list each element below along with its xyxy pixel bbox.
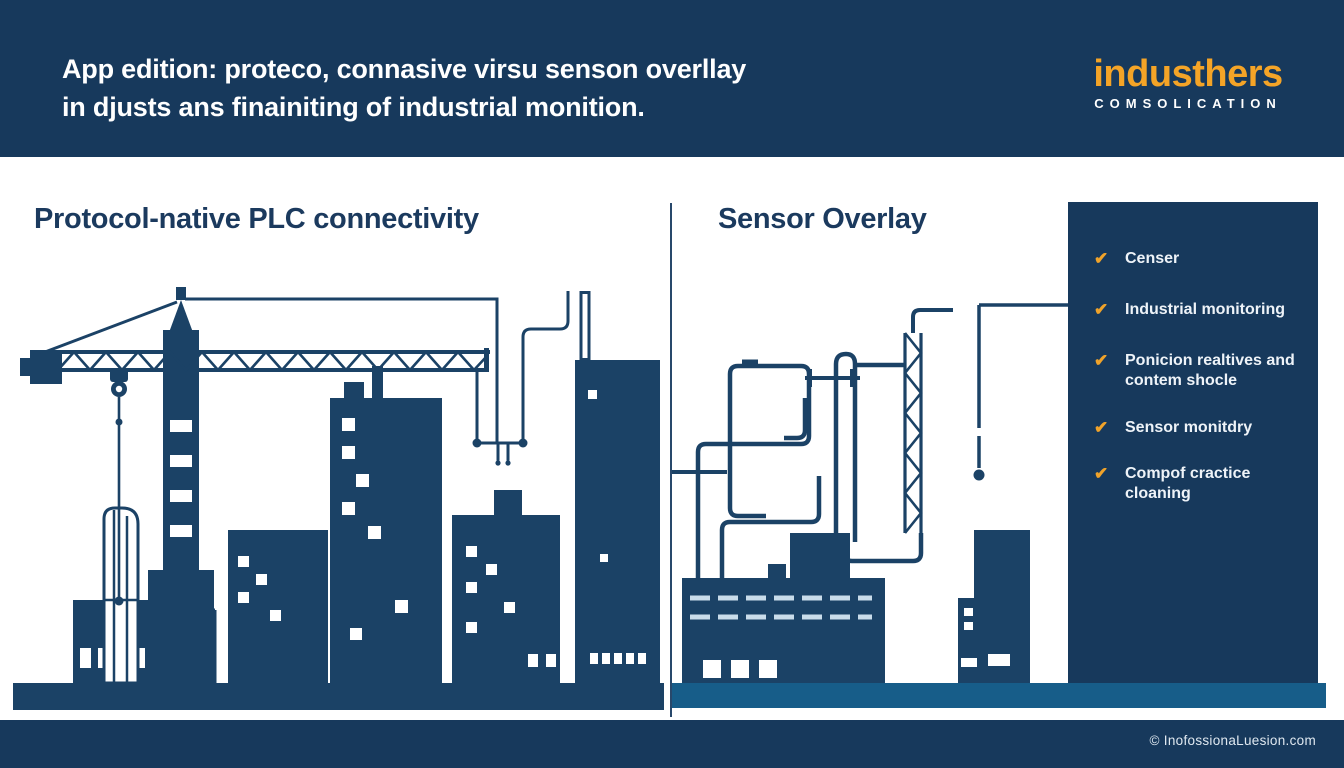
- footer-band: © InofossionaLuesion.com: [0, 720, 1344, 768]
- check-icon: ✔: [1094, 464, 1109, 483]
- headline-line2: in djusts ans finainiting of industrial …: [62, 92, 645, 122]
- ground-strip-right: [672, 683, 1326, 708]
- headline: App edition: proteco, connasive virsu se…: [62, 50, 822, 126]
- right-section-title: Sensor Overlay: [718, 203, 927, 235]
- check-icon: ✔: [1094, 351, 1109, 370]
- connection-wires: [472, 291, 591, 466]
- pipe-network: [672, 351, 924, 683]
- sensor-drop-line: [973, 303, 1068, 481]
- checklist-item: ✔ Sensor monitdry: [1094, 418, 1304, 438]
- copyright-text: © InofossionaLuesion.com: [1149, 733, 1316, 748]
- section-divider: [670, 203, 672, 717]
- check-icon: ✔: [1094, 418, 1109, 437]
- header-band: App edition: proteco, connasive virsu se…: [0, 0, 1344, 157]
- checklist-label: Censer: [1125, 250, 1180, 267]
- checklist-item: ✔ Ponicion realtives and contem shocle: [1094, 351, 1304, 391]
- stepped-building: [958, 530, 1030, 683]
- ground-strip-left: [13, 683, 664, 710]
- brand-name: industhers: [1093, 53, 1283, 95]
- check-icon: ✔: [1094, 300, 1109, 319]
- headline-line1: App edition: proteco, connasive virsu se…: [62, 54, 747, 84]
- checklist-panel: ✔ Censer ✔ Industrial monitoring ✔ Ponic…: [1068, 202, 1318, 683]
- tower-crane: [20, 287, 499, 683]
- checklist-label: Industrial monitoring: [1125, 301, 1285, 318]
- checklist-label: Ponicion realtives and contem shocle: [1125, 352, 1295, 389]
- sensor-overlay-illustration: [672, 303, 1326, 708]
- checklist-item: ✔ Censer: [1094, 249, 1304, 269]
- checklist-label: Sensor monitdry: [1125, 419, 1253, 436]
- outlined-building: [102, 506, 217, 685]
- brand-logo: industhers COMSOLICATION: [1062, 54, 1314, 111]
- checklist-item: ✔ Compof cractice cloaning: [1094, 464, 1304, 504]
- left-section-title: Protocol-native PLC connectivity: [34, 203, 479, 235]
- factory-building: [682, 533, 885, 683]
- check-icon: ✔: [1094, 249, 1109, 268]
- checklist-item: ✔ Industrial monitoring: [1094, 300, 1304, 320]
- brand-tagline: COMSOLICATION: [1094, 96, 1282, 111]
- checklist-label: Compof cractice cloaning: [1125, 465, 1251, 502]
- lattice-tower: [903, 308, 953, 534]
- plc-connectivity-illustration: [13, 287, 664, 710]
